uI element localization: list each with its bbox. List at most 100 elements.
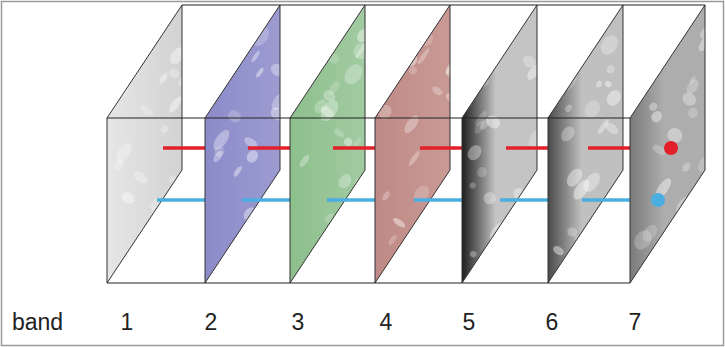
slice-face [205, 5, 280, 283]
texture-blob [402, 113, 422, 135]
texture-blob [298, 153, 311, 168]
slice-outline [630, 5, 705, 283]
box-edge [107, 282, 630, 283]
texture-blob [269, 90, 289, 112]
texture-blob [158, 72, 170, 85]
texture-blob [596, 118, 611, 136]
band-number: 4 [380, 311, 393, 334]
texture-blob [633, 36, 649, 50]
texture-blob [250, 202, 273, 228]
box-edge [107, 117, 630, 118]
texture-blob [452, 104, 465, 116]
texture-blob [192, 97, 205, 110]
texture-blob [564, 103, 574, 113]
texture-blob [595, 202, 615, 222]
band-number: 2 [205, 311, 218, 334]
pixel-ray [420, 146, 462, 150]
texture-blob [443, 57, 459, 76]
texture-blob [490, 33, 508, 51]
slice-texture [376, 31, 473, 246]
texture-blob [634, 70, 649, 89]
texture-blob [167, 45, 187, 67]
texture-blob [444, 90, 460, 105]
texture-blob [459, 66, 473, 83]
band-slice [375, 5, 473, 283]
pixel-ray [333, 146, 375, 150]
texture-blob [232, 165, 243, 178]
slice-face [630, 5, 705, 283]
texture-blob [302, 57, 322, 76]
texture-blob [212, 149, 225, 163]
texture-blob [250, 50, 261, 63]
pixel-ray [500, 198, 548, 202]
slice-outline [548, 5, 623, 283]
band-slice [462, 5, 563, 283]
slice-outline [107, 5, 182, 283]
slice-texture [208, 24, 301, 232]
texture-blob [565, 225, 579, 238]
texture-blob [476, 45, 491, 60]
texture-blob [520, 53, 538, 70]
pixel-ray [506, 146, 548, 150]
texture-blob [416, 47, 431, 66]
texture-blob [264, 218, 279, 232]
texture-blob [113, 141, 135, 165]
pixel-ray [242, 198, 290, 202]
texture-blob [469, 250, 478, 259]
texture-blob [686, 191, 709, 215]
texture-blob [713, 64, 725, 83]
pixel-ray [588, 146, 630, 150]
texture-blob [695, 152, 716, 175]
slice-outline [375, 5, 450, 283]
slice-outline [290, 5, 365, 283]
texture-blob [362, 203, 374, 217]
texture-blob [312, 97, 330, 116]
texture-blob [680, 161, 692, 173]
texture-blob [649, 109, 664, 125]
texture-blob [387, 233, 398, 246]
texture-blob [336, 172, 354, 191]
texture-blob [244, 148, 260, 164]
band-number: 7 [629, 311, 642, 334]
texture-blob [350, 40, 372, 63]
pixel-dot [664, 141, 678, 155]
texture-blob [451, 82, 473, 105]
texture-blob [344, 205, 353, 215]
band-slice [205, 5, 301, 283]
texture-blob [355, 27, 372, 45]
texture-blob [145, 222, 166, 246]
texture-blob [112, 158, 126, 172]
texture-blob [476, 62, 490, 75]
pixel-ray [582, 198, 630, 202]
texture-blob [597, 32, 622, 58]
texture-blob [381, 190, 391, 202]
texture-blob [226, 108, 244, 125]
texture-blob [167, 95, 184, 115]
texture-blob [431, 85, 445, 97]
slice-face [548, 5, 623, 283]
band-slice [630, 5, 725, 283]
box-edge [182, 4, 705, 5]
texture-blob [604, 88, 624, 109]
texture-blob [604, 80, 613, 89]
texture-blob [472, 74, 488, 92]
texture-blob [465, 143, 484, 163]
pixel-ray [157, 198, 205, 202]
texture-blob [481, 190, 498, 207]
texture-blob [333, 127, 346, 139]
texture-blob [138, 103, 155, 118]
pixel-ray [414, 198, 462, 202]
slice-outline [462, 5, 537, 283]
texture-blob [468, 181, 477, 190]
texture-blob [112, 62, 130, 80]
band-slice [107, 5, 207, 283]
texture-blob [108, 74, 134, 102]
band-number: 3 [292, 311, 305, 334]
texture-blob [249, 24, 273, 49]
texture-blob [120, 190, 137, 206]
texture-blob [558, 69, 580, 93]
pixel-ray [248, 146, 290, 150]
texture-blob [711, 143, 725, 158]
